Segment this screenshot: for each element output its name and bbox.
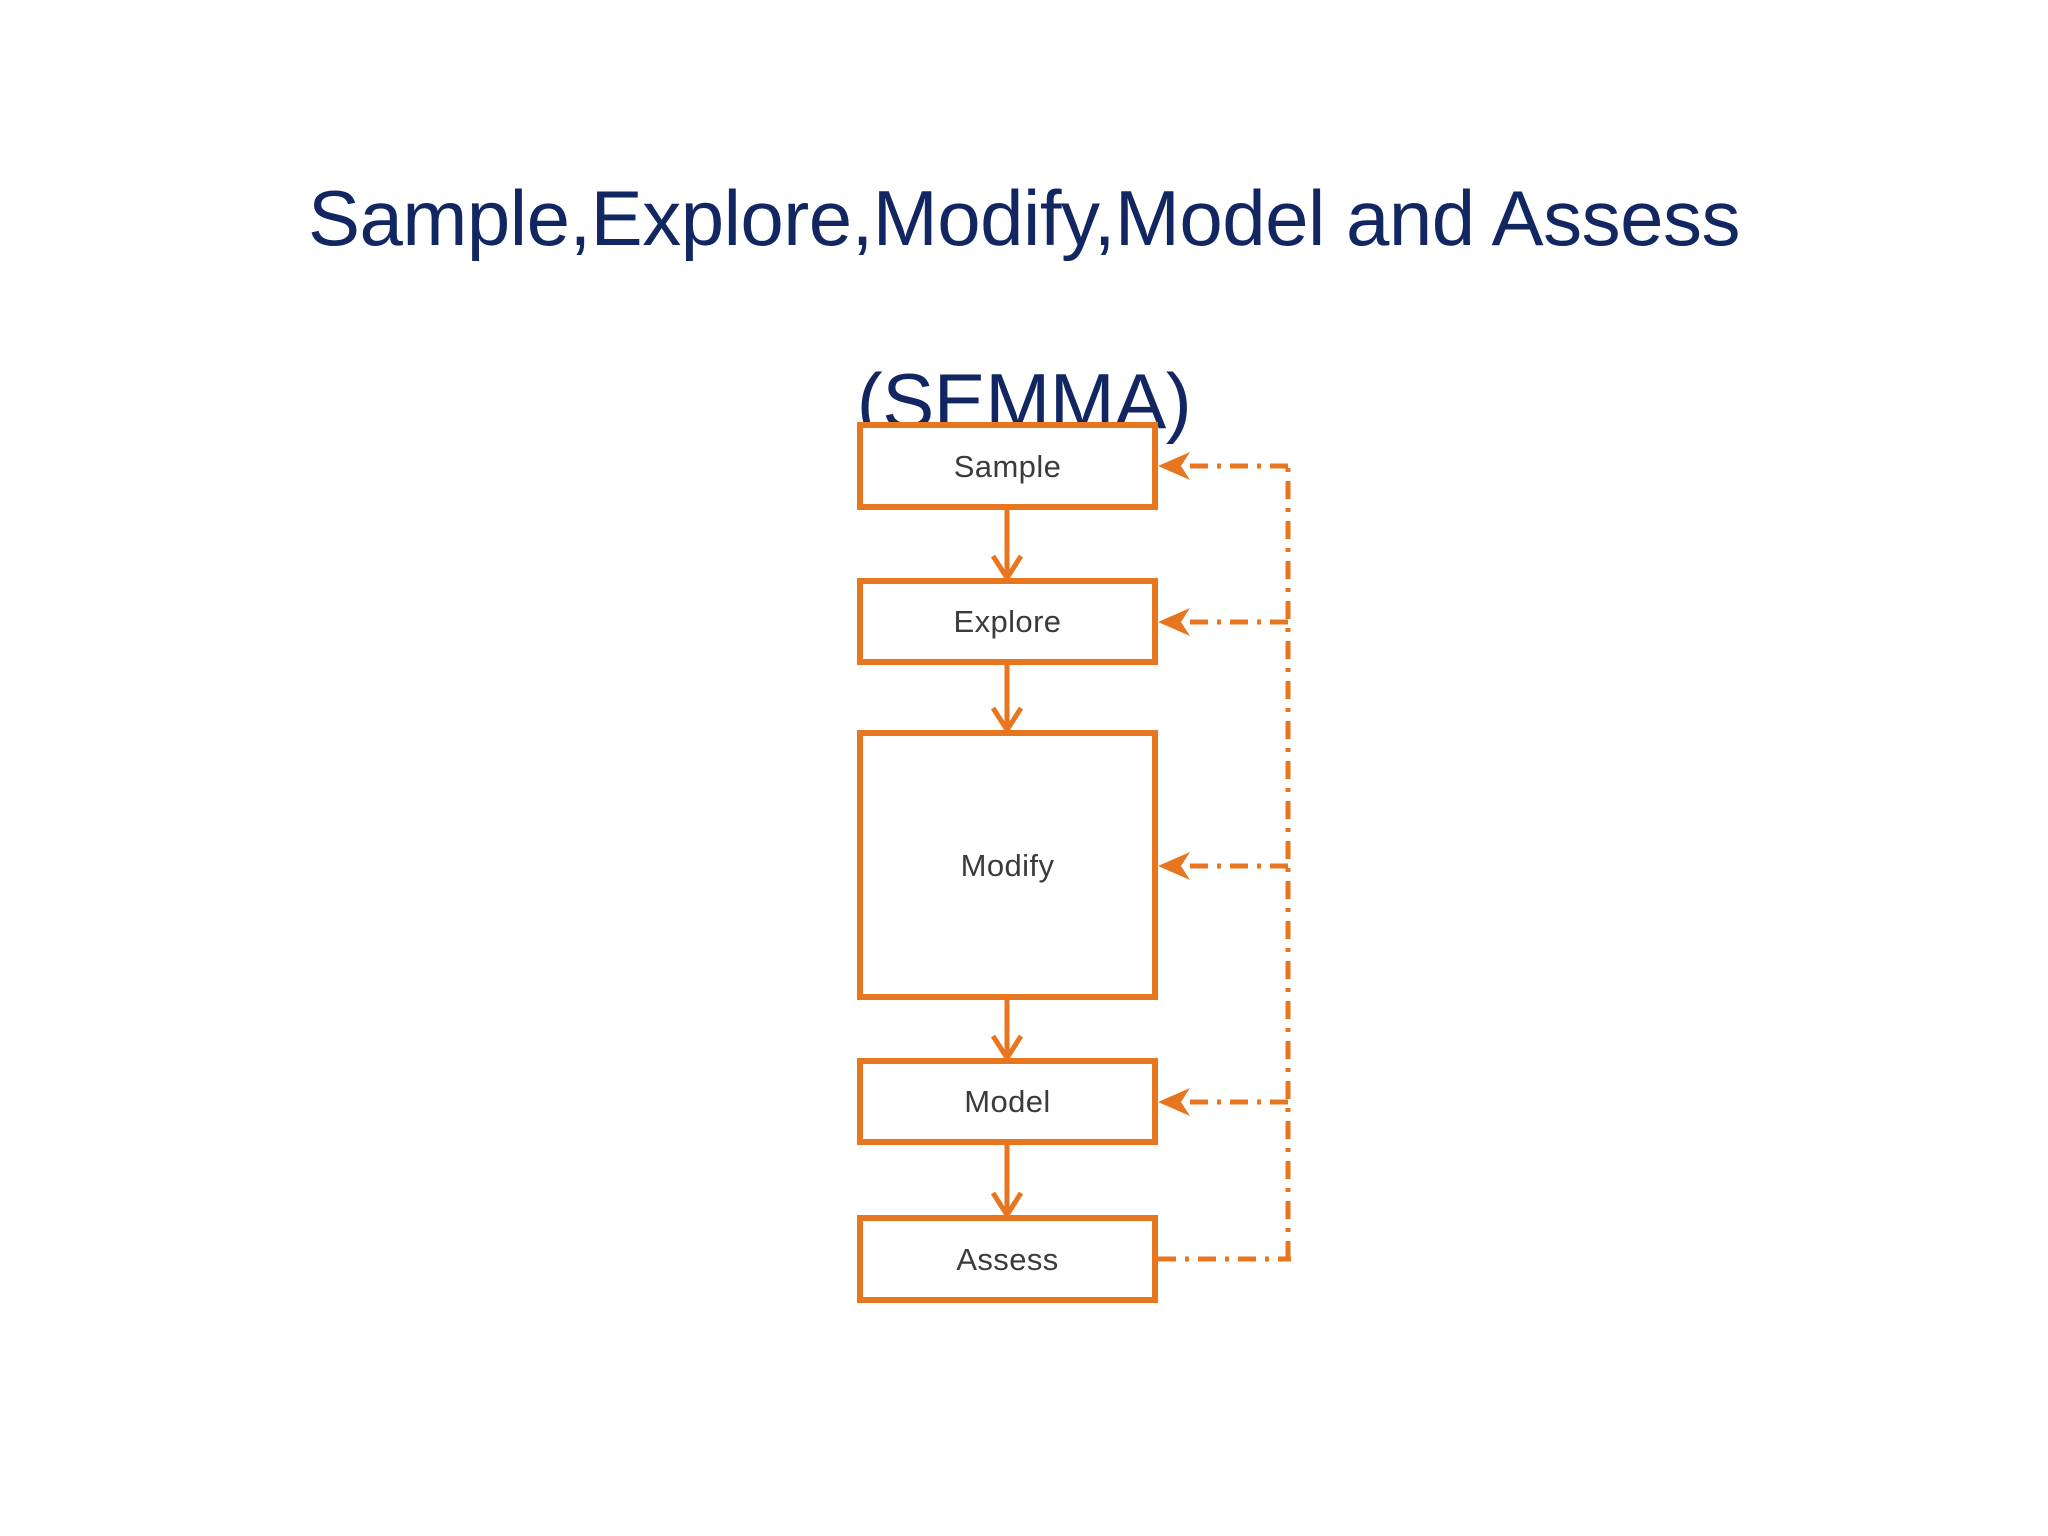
page-title-line-1: Sample,Explore,Modify,Model and Assess (308, 174, 1740, 263)
arrowhead-modify (1158, 852, 1190, 880)
arrowhead-model (1158, 1088, 1190, 1116)
flow-node-assess-label: Assess (956, 1241, 1059, 1277)
flow-node-sample-label: Sample (953, 448, 1062, 484)
edge-modify-to-model (990, 1000, 1024, 1063)
flow-node-explore-label: Explore (953, 604, 1062, 639)
flow-node-explore[interactable]: Explore (857, 578, 1158, 665)
flow-node-assess[interactable]: Assess (857, 1215, 1158, 1303)
flow-node-model[interactable]: Model (857, 1058, 1158, 1145)
edge-sample-to-explore (990, 510, 1024, 583)
arrowhead-explore (1158, 608, 1190, 636)
flow-node-modify-label: Modify (960, 847, 1055, 883)
flow-node-model-label: Model (964, 1084, 1051, 1119)
edge-model-to-assess (990, 1145, 1024, 1220)
flow-node-modify[interactable]: Modify (857, 730, 1158, 1000)
flow-node-sample[interactable]: Sample (857, 422, 1158, 510)
arrowhead-sample (1158, 452, 1190, 480)
edge-explore-to-modify (990, 665, 1024, 735)
